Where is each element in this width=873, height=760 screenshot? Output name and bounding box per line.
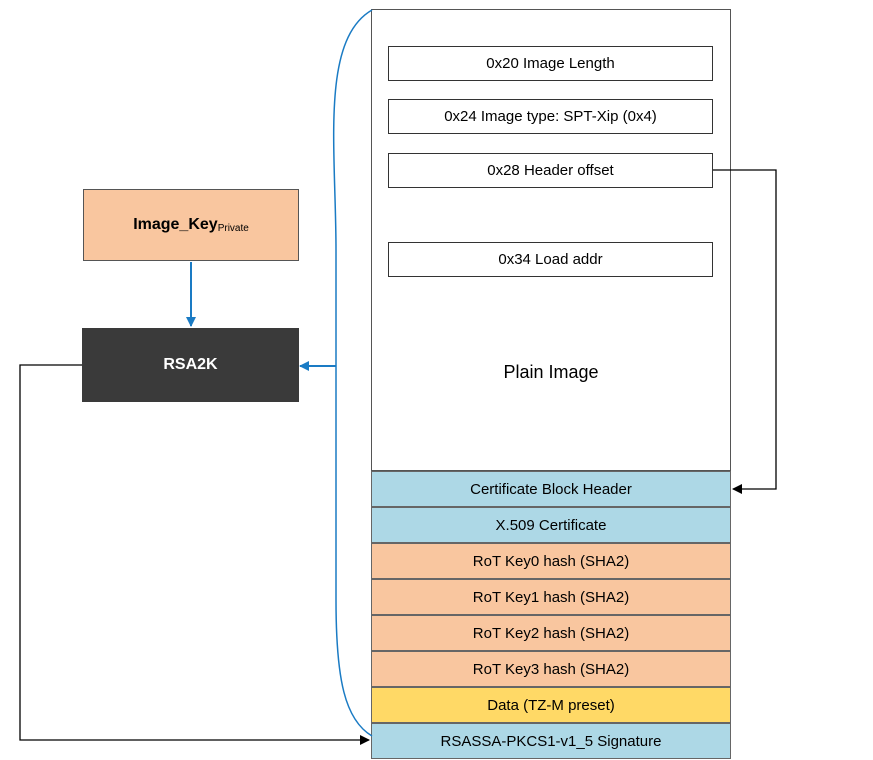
row-rot-key2-hash: RoT Key2 hash (SHA2) bbox=[371, 615, 731, 651]
rsa2k-box: RSA2K bbox=[82, 328, 299, 402]
row-rot-key3-hash: RoT Key3 hash (SHA2) bbox=[371, 651, 731, 687]
image-key-label: Image_Key bbox=[133, 216, 218, 233]
row-rot-key1-hash: RoT Key1 hash (SHA2) bbox=[371, 579, 731, 615]
image-key-subscript: Private bbox=[217, 222, 249, 234]
field-header-offset: 0x28 Header offset bbox=[388, 153, 713, 188]
row-rot-key0-hash: RoT Key0 hash (SHA2) bbox=[371, 543, 731, 579]
rsa2k-label: RSA2K bbox=[163, 356, 218, 373]
image-key-private-box: Image_Key Private bbox=[83, 189, 299, 261]
rsa-to-signature-arrow bbox=[19, 364, 370, 745]
row-x509-certificate: X.509 Certificate bbox=[371, 507, 731, 543]
row-data-tzm-preset: Data (TZ-M preset) bbox=[371, 687, 731, 723]
row-signature: RSASSA-PKCS1-v1_5 Signature bbox=[371, 723, 731, 759]
row-certificate-block-header: Certificate Block Header bbox=[371, 471, 731, 507]
field-load-addr: 0x34 Load addr bbox=[388, 242, 713, 277]
image-layout-frame bbox=[371, 9, 731, 471]
plain-image-label: Plain Image bbox=[503, 362, 599, 382]
image-brace bbox=[332, 9, 373, 737]
field-image-type: 0x24 Image type: SPT-Xip (0x4) bbox=[388, 99, 713, 134]
field-image-length: 0x20 Image Length bbox=[388, 46, 713, 81]
